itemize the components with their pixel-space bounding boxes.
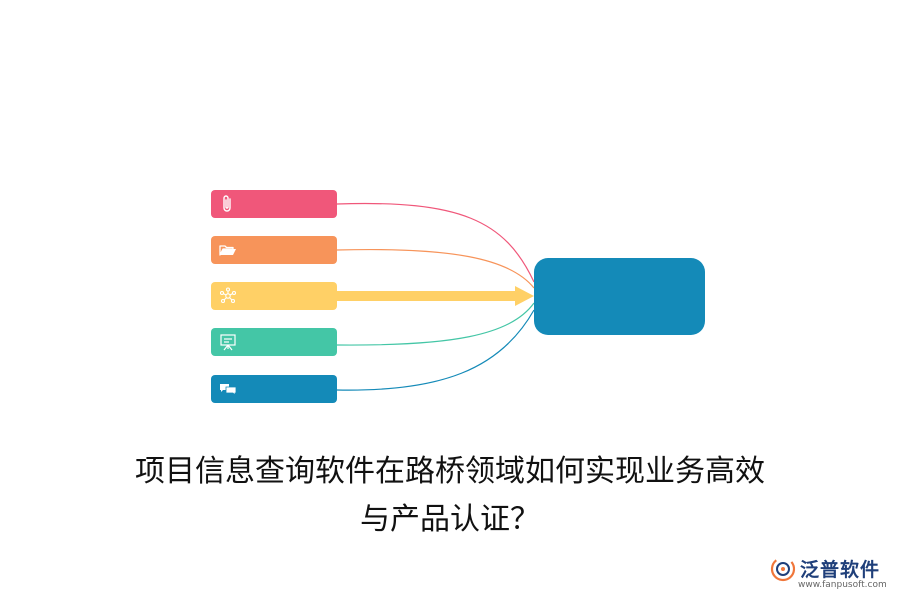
- logo-brand-text: 泛普软件: [800, 559, 881, 581]
- node-network: [211, 282, 337, 310]
- connector-4: [336, 302, 535, 346]
- node-attachment: [211, 190, 337, 218]
- node-folder: [211, 236, 337, 264]
- presentation-icon: [218, 332, 238, 352]
- node-presentation: [211, 328, 337, 356]
- brand-logo: 泛普软件 www.fanpusoft.com: [770, 556, 895, 596]
- connector-1: [336, 202, 535, 283]
- logo-mark-icon: [770, 556, 796, 582]
- connector-2: [336, 248, 535, 289]
- central-hub-node: [534, 258, 705, 335]
- title-line-1: 项目信息查询软件在路桥领域如何实现业务高效: [135, 454, 765, 489]
- logo-url-text: www.fanpusoft.com: [798, 580, 887, 590]
- node-chat: [211, 375, 337, 403]
- network-icon: [218, 286, 238, 306]
- folder-icon: [218, 240, 238, 260]
- paperclip-icon: [218, 194, 238, 214]
- title-line-2: 与产品认证？: [360, 502, 540, 537]
- arrowhead: [515, 286, 534, 306]
- connector-5: [336, 309, 535, 391]
- page-title: 项目信息查询软件在路桥领域如何实现业务高效 与产品认证？: [50, 448, 850, 544]
- chat-bubbles-icon: [218, 379, 238, 399]
